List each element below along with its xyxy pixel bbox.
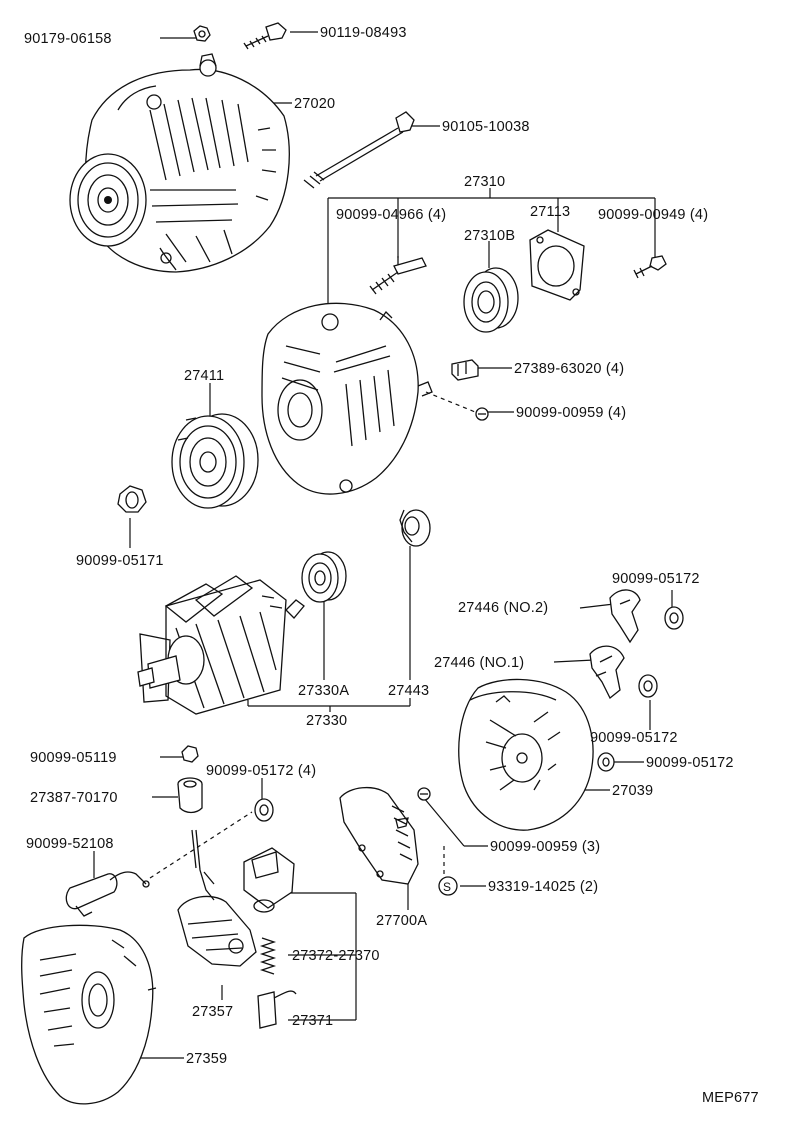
terminal-insulator-27387-70170-icon [177,777,203,814]
label-27357: 27357 [192,1004,233,1020]
label-27113: 27113 [530,204,570,220]
stud-bolt-90099-04966-icon [369,256,427,295]
capacitor-90099-52108-icon [65,871,150,917]
brush-27371-icon [257,990,297,1029]
bolt-90119-08493-icon [243,22,287,50]
through-bolt-90105-10038-icon [303,111,415,189]
nut-90099-05171-icon [117,485,147,513]
label-27371: 27371 [292,1013,333,1029]
label-93319-14025: 93319-14025 (2) [488,879,598,895]
nut-90099-05119-icon [181,745,199,763]
leader-lines [93,31,673,1059]
label-90099-04966: 90099-04966 (4) [336,207,446,223]
bearing-27330A-icon [301,551,347,603]
screw-90099-00949-icon [633,255,667,279]
spring-27372-icon [259,937,277,975]
label-90099-00959-4: 90099-00959 (4) [516,405,626,421]
label-27446-no1: 27446 (NO.1) [434,655,524,671]
label-27359: 27359 [186,1051,227,1067]
svg-text:S: S [443,880,451,894]
bearing-27310B-icon [463,267,519,333]
label-90099-05171: 90099-05171 [76,553,164,569]
bearing-cover-27443-icon [399,509,431,547]
rear-cover-27359 [21,924,157,1105]
drive-end-frame-27310 [261,302,433,495]
nut-90179-06158-icon [193,25,211,42]
label-27446-no2: 27446 (NO.2) [458,600,548,616]
label-27310: 27310 [464,174,505,190]
label-90105-10038: 90105-10038 [442,119,530,135]
retainer-plate-27113-icon [529,229,585,301]
rear-end-cover-27039 [458,678,594,831]
label-90099-05172-c: 90099-05172 [646,755,734,771]
terminal-insulator-27389-63020-icon [451,359,479,381]
dashed-alignment-lines [149,391,481,880]
label-27372-27370: 27372-27370 [292,948,380,964]
alternator-assembly-27020 [69,53,290,273]
brush-holder-27370-icon [243,847,295,913]
label-90099-00959-3: 90099-00959 (3) [490,839,600,855]
label-27330: 27330 [306,713,347,729]
screw-90099-00959-a-icon [475,407,489,421]
nut-90099-05172-a-icon [664,606,684,630]
label-27700A: 27700A [376,913,427,929]
label-27443: 27443 [388,683,429,699]
rectifier-holder-27357 [177,829,257,967]
nut-90099-05172-c-icon [597,752,615,772]
label-90099-52108: 90099-52108 [26,836,114,852]
label-27387-70170: 27387-70170 [30,790,118,806]
diagram-reference-code: MEP677 [702,1090,759,1106]
label-90099-05172-b: 90099-05172 [590,730,678,746]
part-number-labels: 90179-06158 90119-08493 27020 90105-1003… [24,25,759,1106]
washer-93319-14025-icon: S [438,876,458,896]
nut-90099-05172-b-icon [638,674,658,698]
nut-90099-05172-d-icon [254,798,274,822]
label-90099-05119: 90099-05119 [30,750,117,766]
label-27039: 27039 [612,783,653,799]
voltage-regulator-27700A [339,787,419,885]
label-27389-63020: 27389-63020 (4) [514,361,624,377]
rotor-27330 [137,575,305,715]
insulator-27446-no1-icon [589,645,625,700]
label-27020: 27020 [294,96,335,112]
label-90099-00949: 90099-00949 (4) [598,207,708,223]
label-90099-05172-a: 90099-05172 [612,571,700,587]
label-27330A: 27330A [298,683,349,699]
pulley-27411-icon [171,413,259,509]
screw-90099-00959-b-icon [417,787,431,801]
label-90179-06158: 90179-06158 [24,31,112,47]
label-90119-08493: 90119-08493 [320,25,407,41]
insulator-27446-no2-icon [609,589,641,644]
label-27310B: 27310B [464,228,515,244]
label-27411: 27411 [184,368,224,384]
label-90099-05172-4: 90099-05172 (4) [206,763,316,779]
